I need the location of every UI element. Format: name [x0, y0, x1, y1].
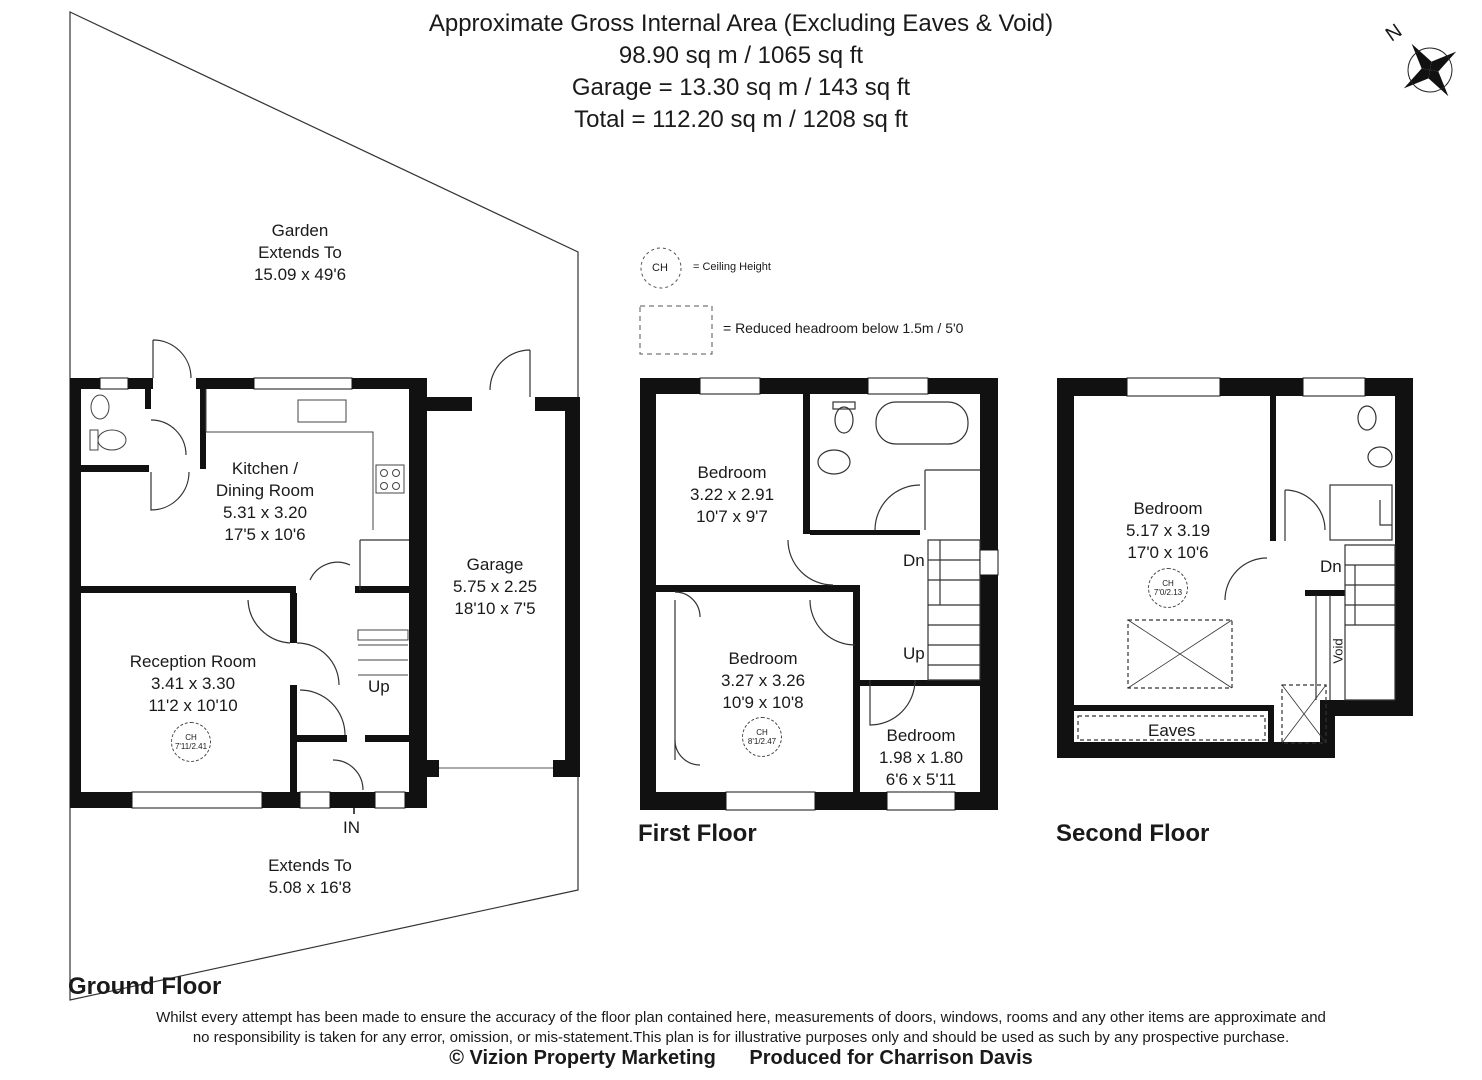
area-garage: Garage = 13.30 sq m / 143 sq ft: [571, 74, 911, 101]
second-bedroom-ceiling-height: CH 7'0/2.13: [1148, 568, 1188, 608]
disclaimer: Whilst every attempt has been made to en…: [156, 1009, 1326, 1046]
second-floor-windows: [1126, 377, 1366, 397]
kitchen-label: Kitchen / Dining Room 5.31 x 3.20 17'5 x…: [215, 459, 315, 544]
entrance-label: IN: [343, 818, 360, 837]
first-floor-windows: [699, 377, 999, 811]
ground-floor-windows: [99, 377, 406, 809]
first-floor-title: First Floor: [638, 820, 757, 847]
ground-floor-title: Ground Floor: [68, 973, 222, 1000]
first-bedroom2-ceiling-height: CH 8'1/2.47: [742, 717, 782, 757]
legend-ch-text: = Ceiling Height: [693, 261, 771, 273]
compass-rose-icon: [1403, 43, 1457, 97]
first-bedroom2-label: Bedroom 3.27 x 3.26 10'9 x 10'8: [720, 649, 806, 712]
ground-stairs-up: Up: [368, 677, 390, 696]
ground-floor-walls: [70, 378, 427, 808]
second-bedroom-label: Bedroom 5.17 x 3.19 17'0 x 10'6: [1125, 499, 1211, 562]
area-title: Approximate Gross Internal Area (Excludi…: [428, 10, 1054, 37]
garage-walls: [409, 397, 580, 777]
front-label: Extends To 5.08 x 16'8: [268, 856, 352, 897]
reception-ceiling-height: CH 7'11/2.41: [171, 722, 211, 762]
second-stairs-down: Dn: [1320, 557, 1342, 576]
first-stairs-down: Dn: [903, 551, 925, 570]
second-floor-title: Second Floor: [1056, 820, 1210, 847]
footer-copyright: © Vizion Property Marketing: [449, 1047, 716, 1069]
first-bedroom3-label: Bedroom 1.98 x 1.80 6'6 x 5'11: [878, 726, 964, 789]
first-stairs-up: Up: [903, 644, 925, 663]
garage-label: Garage 5.75 x 2.25 18'10 x 7'5: [452, 555, 538, 618]
entrance-arrow-icon: [348, 792, 360, 814]
legend-ch-symbol: CH: [652, 262, 668, 274]
reception-label: Reception Room 3.41 x 3.30 11'2 x 10'10: [129, 652, 257, 715]
legend-reduced-box: [639, 305, 713, 355]
first-bedroom1-label: Bedroom 3.22 x 2.91 10'7 x 9'7: [689, 463, 775, 526]
footer-produced-for: Produced for Charrison Davis: [749, 1047, 1033, 1069]
area-net: 98.90 sq m / 1065 sq ft: [618, 42, 864, 69]
second-floor-walls: [1057, 378, 1413, 758]
first-floor-doors: [674, 401, 981, 766]
first-floor-walls: [640, 378, 998, 810]
legend-ch-circle: [640, 247, 682, 289]
garden-label: Garden Extends To 15.09 x 49'6: [253, 221, 347, 284]
kitchen-fittings: [89, 389, 409, 676]
ground-floor-doors: [150, 339, 531, 791]
footer: © Vizion Property Marketing Produced for…: [0, 1047, 1482, 1070]
second-eaves-label: Eaves: [1148, 721, 1196, 740]
second-void-label: Void: [1330, 638, 1346, 664]
area-total: Total = 112.20 sq m / 1208 sq ft: [574, 106, 908, 133]
second-floor-fittings: [1077, 405, 1396, 744]
legend-reduced-text: = Reduced headroom below 1.5m / 5'0: [723, 320, 964, 336]
